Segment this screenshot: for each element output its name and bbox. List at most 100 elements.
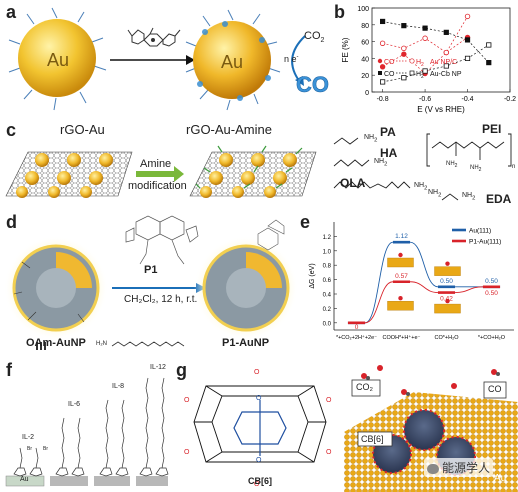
legend-marker (378, 71, 382, 75)
ha-nh2: NH2 (374, 158, 388, 168)
eda-label: EDA (486, 192, 512, 206)
amine-structures (333, 133, 512, 201)
ola-nh2: NH2 (414, 182, 428, 192)
br-label-2: Br (43, 446, 48, 452)
adsorbate-molecule (398, 252, 403, 258)
y-tick-label: 0 (365, 90, 369, 97)
adsorbate-molecule (398, 296, 403, 301)
legend-label: P1-Au(111) (469, 239, 501, 246)
panel-d-illustration (4, 215, 298, 350)
data-point (443, 49, 450, 56)
gold-clusters-left (16, 153, 113, 198)
y-tick-label: 1.2 (323, 235, 332, 241)
legend-label: Au-Cb NP (430, 71, 462, 78)
gold-nanoparticle-left: Au (8, 7, 107, 111)
adsorbate-surface-inset (434, 266, 461, 276)
panel-label-f: f (6, 360, 12, 380)
oam-h2n-label: H₂N (96, 341, 107, 347)
panel-label-a: a (6, 2, 17, 22)
amine-label: Amine (140, 158, 172, 170)
y-tick-label: 0.4 (323, 293, 332, 299)
series-line (382, 37, 468, 75)
il12-label: IL-12 (150, 364, 166, 371)
il-chains (5, 377, 169, 487)
cb6-highlight-unit (233, 400, 287, 456)
y-tick-label: 0.0 (323, 321, 332, 327)
legend-marker (409, 58, 415, 64)
panel-a-illustration: Au Au (8, 7, 306, 111)
data-point (401, 51, 407, 57)
adsorbate-molecule (445, 261, 450, 266)
legend-marker (409, 70, 415, 76)
p1-reagent-label: P1 (144, 264, 158, 276)
co2-molecules (361, 365, 497, 395)
co2-label: CO2 (304, 30, 325, 45)
eda-nh2-right: NH2 (462, 192, 476, 202)
cb6-label: CB[6] (248, 476, 272, 486)
x-tick-label: -0.8 (377, 96, 389, 103)
y-tick-label: 20 (361, 73, 369, 80)
energy-value-label: 0.57 (395, 273, 408, 280)
adsorbate-surface-inset (387, 257, 414, 268)
svg-text:O: O (184, 449, 190, 456)
svg-text:O: O (254, 369, 260, 376)
ola-label: OLA (340, 176, 366, 190)
energy-connector (364, 241, 394, 324)
series-line (382, 16, 468, 54)
series-line (382, 21, 490, 63)
ola-chain (333, 181, 411, 189)
data-point (422, 68, 428, 74)
data-point (464, 37, 471, 43)
pei-label: PEI (482, 122, 502, 136)
data-point (380, 79, 386, 85)
panel-f-illustration (5, 377, 169, 487)
data-point (464, 13, 471, 20)
energy-value-label: 0.50 (485, 290, 498, 297)
y-axis-label: ΔG (eV) (309, 263, 316, 288)
legend-label: H (416, 59, 421, 66)
panel-label-b: b (334, 2, 345, 22)
data-point (443, 63, 449, 69)
adsorbate-surface-inset (434, 303, 461, 314)
cb6-box-label: CB[6] (361, 434, 384, 444)
data-point (379, 64, 386, 70)
pa-label: PA (380, 125, 396, 139)
data-point (380, 18, 386, 25)
oam-chain (111, 341, 185, 347)
data-point (464, 55, 471, 62)
data-point (443, 29, 449, 35)
reaction-conditions: CH₂Cl₂, 12 h, r.t. (124, 294, 198, 305)
au-substrate-label: Au (20, 476, 29, 483)
panel-label-g: g (176, 360, 187, 380)
legend-subscript: 2 (421, 74, 424, 80)
energy-connector (364, 281, 394, 324)
br-label-1: Br (27, 446, 32, 452)
modification-label: modification (128, 180, 187, 192)
au-label-right: Au (221, 52, 243, 72)
y-tick-label: 0.8 (323, 264, 332, 270)
eda-nh2-left: NH2 (428, 189, 442, 199)
energy-value-label: 1.12 (395, 233, 408, 240)
pei-nh2-b: NH2 (470, 165, 482, 174)
ha-chain (333, 159, 370, 167)
rgo-au-title: rGO-Au (60, 122, 105, 137)
legend-label: CO (384, 59, 395, 66)
pa-nh2: NH2 (364, 134, 378, 144)
energy-value-label: 0.50 (485, 278, 498, 285)
pa-chain (333, 137, 359, 145)
y-tick-label: 0.6 (323, 278, 332, 284)
series-line (382, 44, 489, 83)
energy-value-label: 0.50 (440, 278, 453, 285)
y-tick-label: 60 (361, 40, 369, 47)
svg-text:O: O (254, 481, 260, 488)
gold-nanoparticle-right: Au (185, 9, 281, 111)
legend-marker (377, 58, 383, 64)
x-tick-label: -0.2 (504, 96, 516, 103)
y-tick-label: 40 (361, 56, 369, 63)
data-point (401, 75, 407, 81)
carbene-ligand-structure (127, 27, 181, 47)
au-surface-label: Au (494, 473, 507, 484)
ha-label: HA (380, 146, 398, 160)
co-box-label: CO (488, 384, 502, 394)
